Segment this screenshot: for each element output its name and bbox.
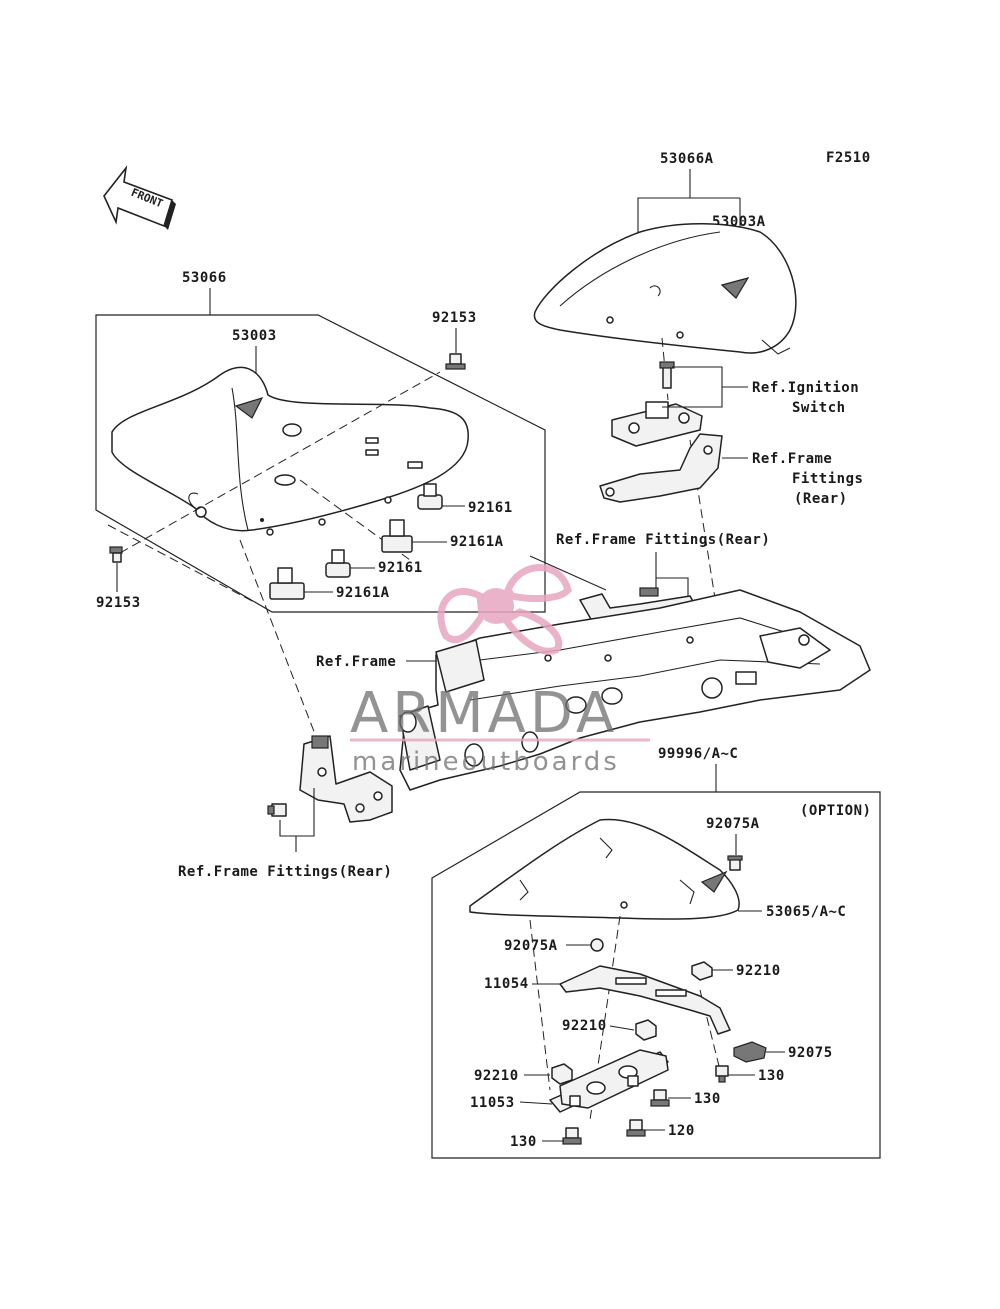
bolt-130-a [716,1066,728,1082]
label-11054: 11054 [484,976,529,992]
watermark-brand: ARMADA [350,681,618,746]
label-53066A: 53066A [660,151,714,167]
frame-fitting-rear-upper [600,434,722,502]
bolt-130-b [651,1090,669,1106]
label-92075A-mid: 92075A [504,938,558,954]
damper-92161-a [418,484,442,509]
label-92210-mid: 92210 [562,1018,607,1034]
screw-92075A-mid [591,939,603,951]
label-92153-left: 92153 [96,595,141,611]
figure-code: F2510 [826,150,871,166]
label-frame-fittings-3: (Rear) [794,491,848,507]
label-120: 120 [668,1123,695,1139]
label-frame-fittings-bottom: Ref.Frame Fittings(Rear) [178,864,392,880]
label-53065: 53065/A~C [766,904,846,920]
option-label: (OPTION) [800,803,871,819]
nut-92210-left [552,1064,572,1084]
label-92161-b: 92161 [378,560,423,576]
label-frame-fittings-2: Fittings [792,471,863,487]
label-92161A-b: 92161A [336,585,390,601]
label-ignition-1: Ref.Ignition [752,380,859,396]
label-92075A-top: 92075A [706,816,760,832]
label-99996: 99996/A~C [658,746,738,762]
main-seat [112,367,468,535]
ignition-bracket [612,402,702,446]
label-92210-right: 92210 [736,963,781,979]
screw-92075A-top [728,856,742,870]
nut-92210-right [692,962,712,980]
label-130-b: 130 [694,1091,721,1107]
label-130-a: 130 [758,1068,785,1084]
bolt-120 [627,1120,645,1136]
label-frame-fittings-1: Ref.Frame [752,451,832,467]
label-92161-a: 92161 [468,500,513,516]
label-ignition-2: Switch [792,400,846,416]
label-130-c: 130 [510,1134,537,1150]
bolt-130-c [563,1128,581,1144]
label-53003: 53003 [232,328,277,344]
ignition-bolt [660,362,674,388]
label-92210-left: 92210 [474,1068,519,1084]
label-ref-frame: Ref.Frame [316,654,396,670]
damper-92161-b [326,550,350,577]
label-53066: 53066 [182,270,227,286]
damper-92161A-a [382,520,412,552]
pillion-seat [534,224,795,354]
bolt-92153-top [446,354,465,369]
pad-92075 [734,1042,766,1062]
bolt-92153-left [110,547,122,562]
seat-cowl [470,819,739,919]
label-11053: 11053 [470,1095,515,1111]
label-92153-top: 92153 [432,310,477,326]
label-92161A-a: 92161A [450,534,504,550]
nut-92210-mid [636,1020,656,1040]
front-arrow-icon: FRONT [104,168,176,230]
damper-92161A-b [270,568,304,599]
label-92075: 92075 [788,1045,833,1061]
watermark-tagline: marineoutboards [352,747,620,777]
label-frame-fittings-mid: Ref.Frame Fittings(Rear) [556,532,770,548]
